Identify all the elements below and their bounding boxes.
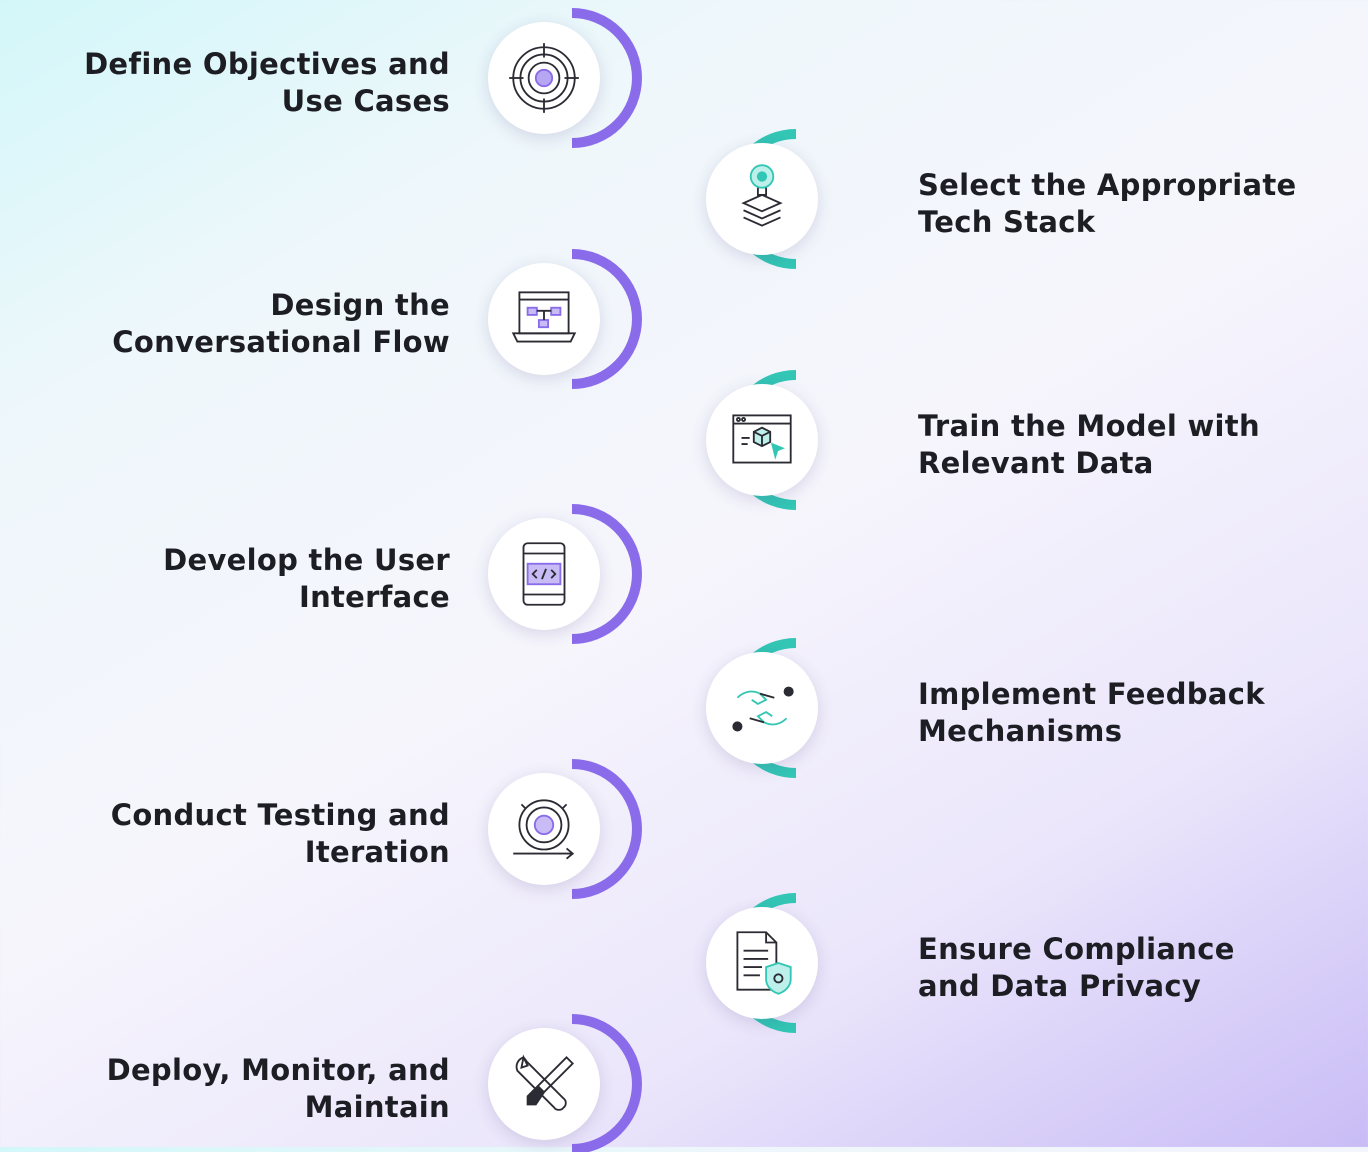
step-label-line: Use Cases: [281, 84, 450, 118]
step-7: Conduct Testing and Iteration: [0, 759, 1368, 899]
purple-arc: [571, 249, 642, 389]
step-label-line: Interface: [298, 580, 450, 614]
target-icon: [509, 43, 579, 113]
step-label-line: Ensure Compliance: [918, 932, 1235, 966]
step-label: Implement Feedback Mechanisms: [918, 676, 1265, 750]
step-node: [686, 370, 822, 510]
step-label-line: Design the: [270, 288, 450, 322]
step-node: [686, 129, 822, 269]
model-training-icon: [732, 414, 792, 464]
step-node: [484, 8, 642, 148]
step-3: Design the Conversational Flow: [0, 249, 1368, 389]
step-label: Define Objectives and Use Cases: [84, 46, 450, 120]
step-label: Ensure Compliance and Data Privacy: [918, 931, 1235, 1005]
purple-arc: [571, 759, 642, 899]
step-node: [484, 249, 642, 389]
step-node: [484, 504, 642, 644]
step-label-line: Maintain: [304, 1090, 450, 1124]
tech-stack-icon: [741, 164, 783, 227]
step-node: [484, 1014, 642, 1152]
step-1: Define Objectives and Use Cases: [0, 8, 1368, 148]
step-label: Deploy, Monitor, and Maintain: [107, 1052, 450, 1126]
step-2: Select the Appropriate Tech Stack: [0, 129, 1368, 269]
step-label-line: and Data Privacy: [918, 969, 1202, 1003]
code-window-icon: [522, 542, 566, 606]
step-label-line: Tech Stack: [918, 205, 1096, 239]
step-label: Design the Conversational Flow: [112, 287, 450, 361]
step-label-line: Select the Appropriate: [918, 168, 1297, 202]
testing-iteration-icon: [513, 799, 575, 860]
step-5: Develop the User Interface: [0, 504, 1368, 644]
step-6: Implement Feedback Mechanisms: [0, 638, 1368, 778]
step-9: Deploy, Monitor, and Maintain: [0, 1014, 1368, 1152]
step-4: Train the Model with Relevant Data: [0, 370, 1368, 510]
step-node: [686, 638, 822, 778]
step-label-line: Train the Model with: [918, 409, 1260, 443]
step-label-line: Conversational Flow: [112, 325, 450, 359]
step-8: Ensure Compliance and Data Privacy: [0, 893, 1368, 1033]
step-node: [484, 759, 642, 899]
flow-screen-icon: [511, 291, 577, 343]
step-label: Train the Model with Relevant Data: [918, 408, 1260, 482]
step-label: Select the Appropriate Tech Stack: [918, 167, 1296, 241]
purple-arc: [571, 1014, 642, 1152]
feedback-hands-icon: [732, 686, 794, 732]
step-label-line: Deploy, Monitor, and: [106, 1053, 450, 1087]
step-label-line: Define Objectives and: [84, 47, 450, 81]
step-node: [686, 893, 822, 1033]
tools-icon: [515, 1054, 575, 1111]
purple-arc: [571, 504, 642, 644]
step-label-line: Iteration: [304, 835, 450, 869]
step-label-line: Implement Feedback: [918, 677, 1265, 711]
step-label: Conduct Testing and Iteration: [111, 797, 450, 871]
step-label: Develop the User Interface: [163, 542, 450, 616]
purple-arc: [571, 8, 642, 148]
step-label-line: Develop the User: [163, 543, 450, 577]
document-shield-icon: [736, 931, 792, 995]
step-label-line: Conduct Testing and: [110, 798, 450, 832]
step-label-line: Relevant Data: [918, 446, 1154, 480]
step-label-line: Mechanisms: [918, 714, 1123, 748]
